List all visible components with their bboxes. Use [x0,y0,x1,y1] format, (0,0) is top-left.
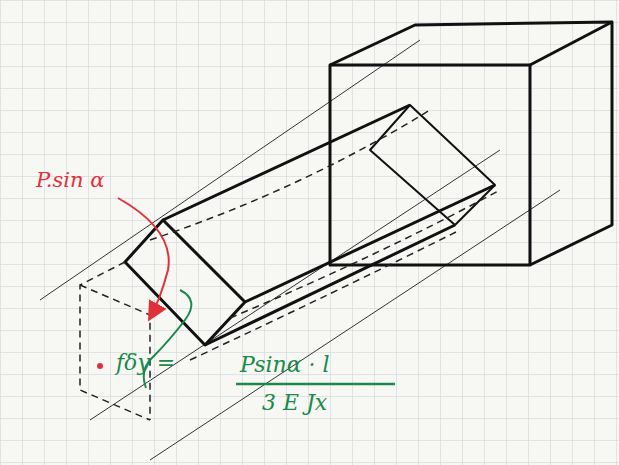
cantilever-beam [125,105,495,345]
deflection-symbol: fδy = [116,352,175,374]
fraction-bar [236,383,395,386]
load-arrow [118,198,169,318]
guide-lines [40,40,560,460]
point-dot [97,363,103,369]
deflected-shape [80,110,500,420]
formula-numerator: Psinα · l [240,354,330,376]
formula-denominator: 3 E Jx [262,392,327,414]
load-label: P.sin α [36,170,104,191]
